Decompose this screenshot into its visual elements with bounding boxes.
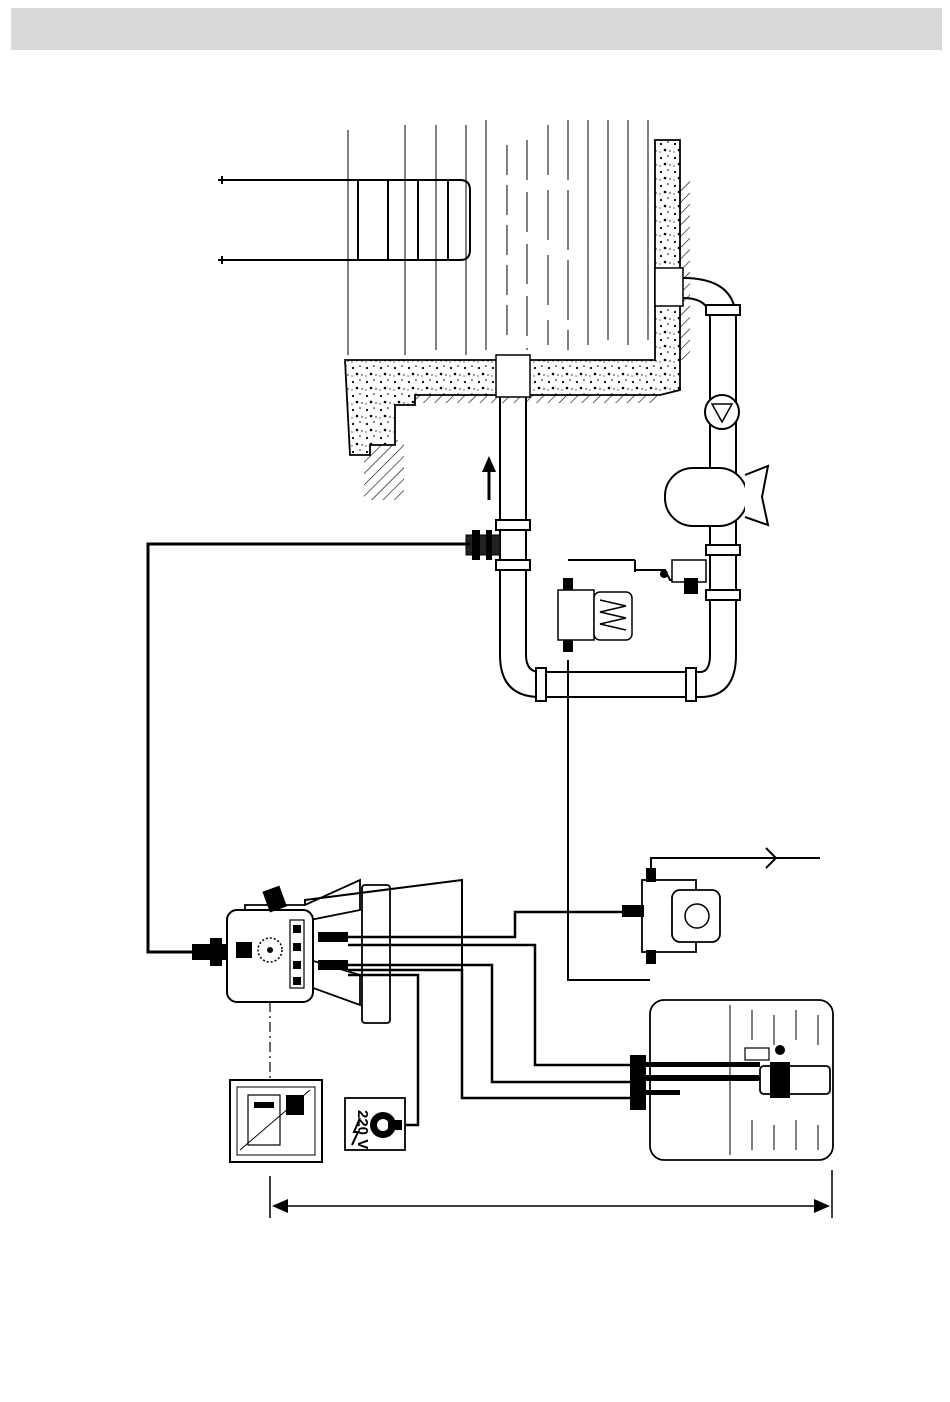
dosing-pump-icon: [622, 858, 820, 964]
control-unit-icon: [192, 880, 390, 1023]
pool-ladder-icon: [218, 176, 470, 264]
pipe-dosing-pump-icon: [558, 560, 635, 652]
circulation-pump-icon: [705, 395, 739, 429]
filter-tank-icon: [665, 466, 768, 526]
control-cables: [305, 660, 650, 1125]
remote-panel-icon: [230, 1080, 322, 1162]
chemical-container-icon: [630, 1000, 833, 1160]
power-socket-icon: [345, 1098, 405, 1150]
dimension-arrow-icon: [270, 1170, 832, 1218]
swimming-pool-icon: [345, 120, 690, 500]
sensor-cable: [148, 544, 470, 952]
voltage-label: 220 V: [354, 1110, 371, 1149]
probe-injection-fitting: [466, 530, 500, 560]
injection-valve-icon: [635, 560, 706, 594]
flow-arrow-icon: [482, 456, 496, 500]
